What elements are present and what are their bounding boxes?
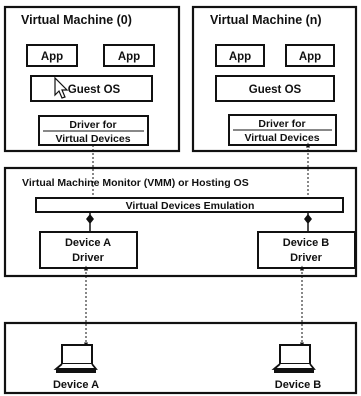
device-a-driver-box — [39, 231, 138, 269]
hardware-box — [3, 321, 358, 395]
device-a-driver-line1: Device A — [65, 237, 111, 249]
vm-n-app-2 — [285, 44, 335, 67]
vm-n-driver-line2: Virtual Devices — [244, 132, 319, 144]
diamond-connector-a — [86, 214, 94, 224]
vm-n-box — [191, 5, 358, 153]
vm-n-guest-os-label: Guest OS — [249, 84, 302, 96]
vm-0-app-1-label: App — [41, 51, 63, 63]
vm-n-app-2-label: App — [299, 51, 321, 63]
emulation-label: Virtual Devices Emulation — [126, 200, 255, 212]
vm-n-app-1-label: App — [229, 51, 251, 63]
device-a-icon — [53, 344, 98, 373]
vmm-title: Virtual Machine Monitor (VMM) or Hosting… — [22, 177, 249, 189]
vm-0-box — [3, 5, 181, 153]
device-b-driver-box — [257, 231, 356, 269]
vm-0-title: Virtual Machine (0) — [21, 13, 132, 27]
mouse-cursor-icon — [54, 76, 69, 99]
vm-0-driver-line2: Virtual Devices — [55, 133, 130, 145]
vm-0-driver-line1: Driver for — [69, 119, 116, 131]
diamond-connector-b — [304, 214, 312, 224]
vm-n-driver-line1: Driver for — [258, 118, 305, 130]
vm-0-guest-os — [30, 75, 153, 102]
vm-n-guest-os — [215, 75, 335, 102]
emulation-box — [35, 197, 344, 213]
vm-0-guest-os-label: Guest OS — [68, 84, 121, 96]
device-b-icon — [271, 344, 316, 373]
vm-0-app-2-label: App — [118, 51, 140, 63]
vmm-box — [3, 166, 358, 278]
device-b-label: Device B — [275, 379, 322, 391]
device-a-label: Device A — [53, 379, 99, 391]
vm-n-title: Virtual Machine (n) — [210, 13, 322, 27]
device-a-driver-line2: Driver — [72, 252, 105, 264]
vm-0-app-2 — [103, 44, 155, 67]
device-b-driver-line1: Device B — [283, 237, 330, 249]
device-b-driver-line2: Driver — [290, 252, 323, 264]
vm-n-app-1 — [215, 44, 265, 67]
vm-0-app-1 — [26, 44, 78, 67]
